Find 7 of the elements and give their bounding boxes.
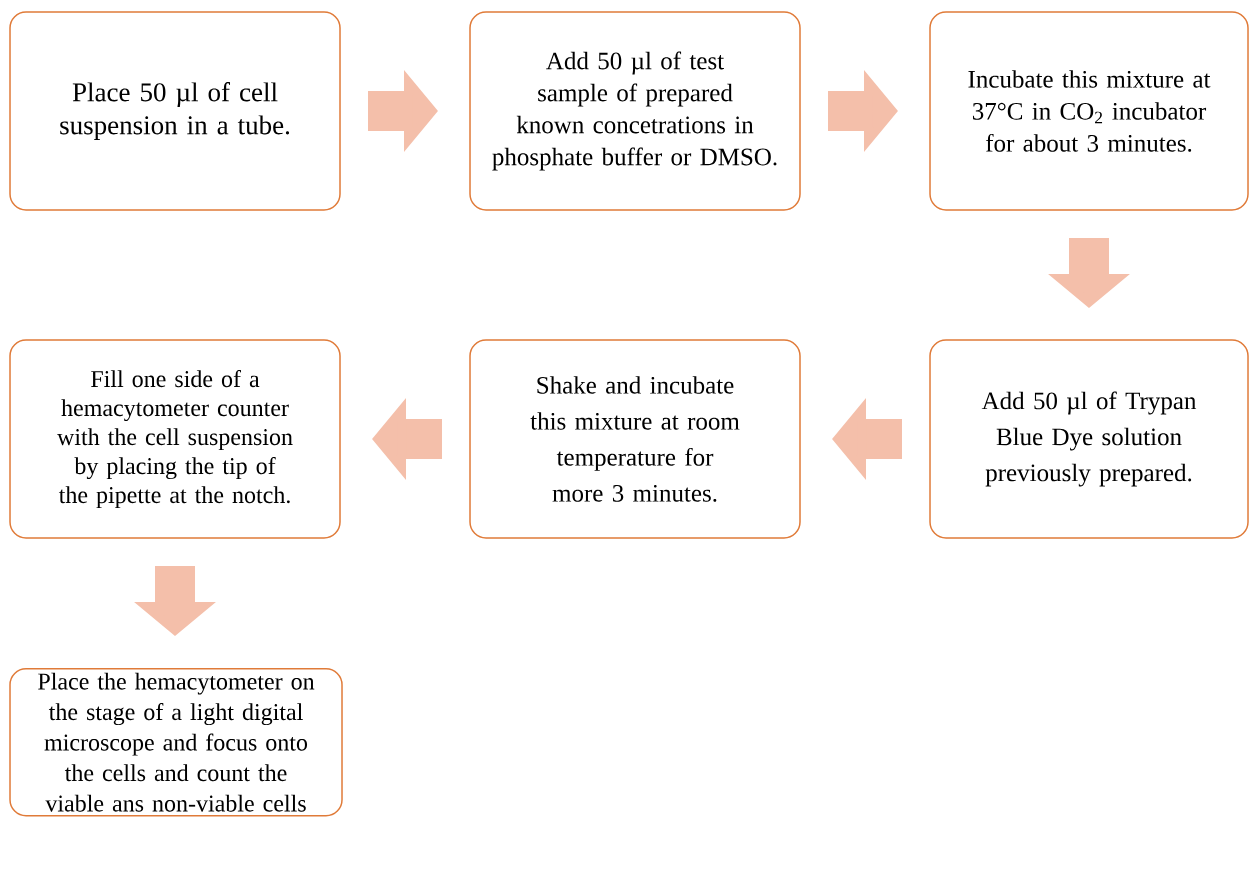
step-box: Place 50 µl of cell suspension in a tube.	[9, 11, 341, 211]
step-box: Fill one side of a hemacytometer counter with the cell suspension by placing the tip of the pipette at the notch.	[9, 339, 341, 539]
step-box: Add 50 µl of test sample of prepared known concetrations in phosphate buffer or DMSO.	[469, 11, 801, 211]
step-box: Incubate this mixture at 37°C in CO$_{2}$ incubator for about 3 minutes.	[929, 11, 1249, 211]
step-box: Shake and incubate this mixture at room temperature for more 3 minutes.	[469, 339, 801, 539]
step-box: Add 50 µl of Trypan Blue Dye solution previously prepared.	[929, 339, 1249, 539]
step-box: Place the hemacytometer on the stage of a light digital microscope and focus onto the cells and count the viable ans non-viable cells	[9, 668, 343, 817]
